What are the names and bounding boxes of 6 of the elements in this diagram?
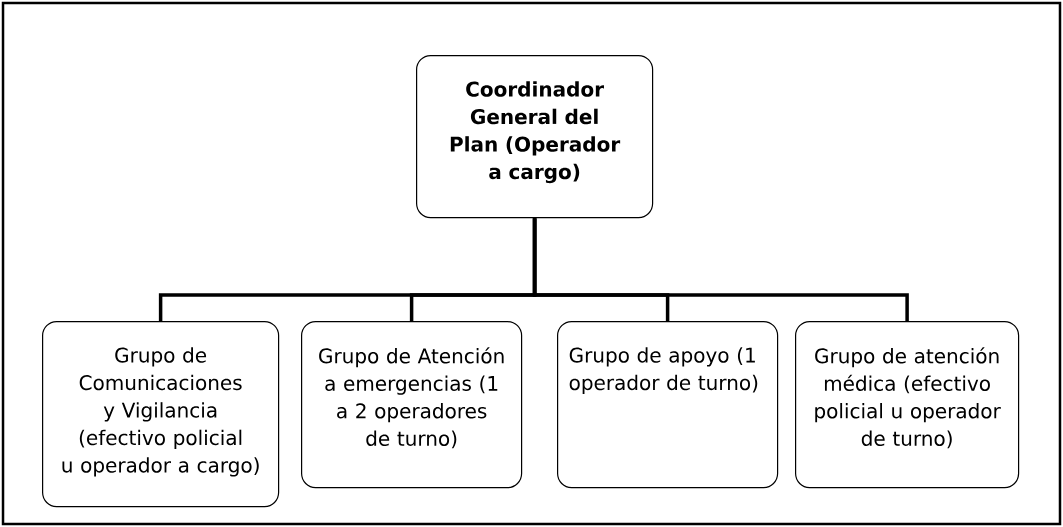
org-box: Grupo de Atención a emergencias (1 a 2 operadores de turno) [301,321,523,489]
org-box: Grupo de Comunicaciones y Vigilancia (efectivo policial u operador a cargo) [42,321,280,508]
org-box: Grupo de atención médica (efectivo policial u operador de turno) [795,321,1020,489]
connector-line [532,218,909,321]
org-box: Grupo de apoyo (1 operador de turno) [557,321,779,489]
org-box: Coordinador General del Plan (Operador a cargo) [416,55,654,219]
